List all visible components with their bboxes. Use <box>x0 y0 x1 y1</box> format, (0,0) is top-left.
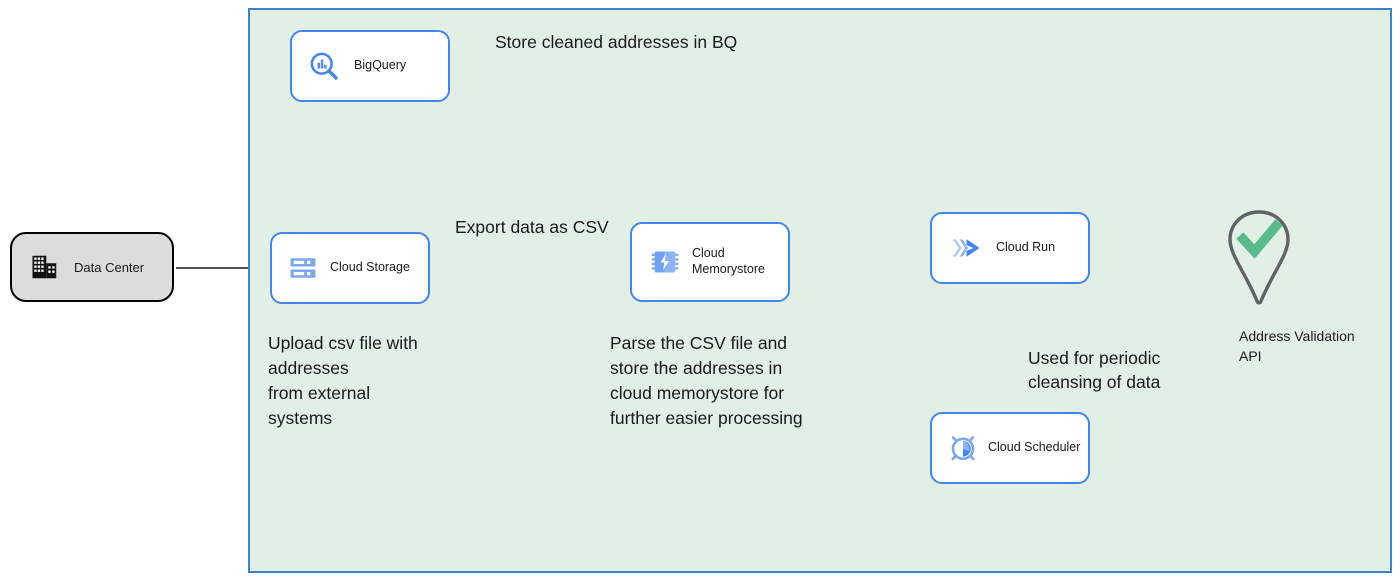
node-label-cloud-memorystore: Cloud Memorystore <box>692 246 765 276</box>
cloud-scheduler-icon <box>948 433 978 463</box>
node-label-bigquery: BigQuery <box>354 58 407 73</box>
edge-label-export-data-as-csv: Export data as CSV <box>455 217 609 237</box>
edge-label-used-for-periodic-cleansing: Used for periodic cleansing of data <box>1028 348 1161 392</box>
node-cloud-memorystore[interactable]: Cloud Memorystore <box>630 222 790 302</box>
node-cloud-storage[interactable]: Cloud Storage <box>270 232 430 304</box>
node-cloud-run[interactable]: Cloud Run <box>930 212 1090 284</box>
node-label-cloud-storage: Cloud Storage <box>330 260 410 275</box>
node-label-cloud-run: Cloud Run <box>996 240 1056 255</box>
node-label-cloud-scheduler: Cloud Scheduler <box>988 440 1081 455</box>
cloud-memorystore-icon <box>650 247 680 277</box>
cloud-run-icon <box>950 232 984 264</box>
caption-upload-csv: Upload csv file with addresses from exte… <box>268 333 418 428</box>
node-data-center[interactable]: Data Center <box>10 232 174 302</box>
node-label-data-center: Data Center <box>74 259 145 275</box>
address-validation-api-pin[interactable] <box>1222 208 1296 308</box>
cloud-storage-icon <box>288 253 318 283</box>
data-center-icon <box>30 252 60 282</box>
address-validation-api-label: Address Validation API <box>1239 328 1355 365</box>
node-cloud-scheduler[interactable]: Cloud Scheduler <box>930 412 1090 484</box>
google-cloud-boundary <box>248 8 1392 573</box>
caption-parse-csv: Parse the CSV file and store the address… <box>610 333 803 428</box>
bigquery-icon <box>308 50 340 82</box>
edge-label-store-cleaned-addresses: Store cleaned addresses in BQ <box>495 32 738 52</box>
node-bigquery[interactable]: BigQuery <box>290 30 450 102</box>
